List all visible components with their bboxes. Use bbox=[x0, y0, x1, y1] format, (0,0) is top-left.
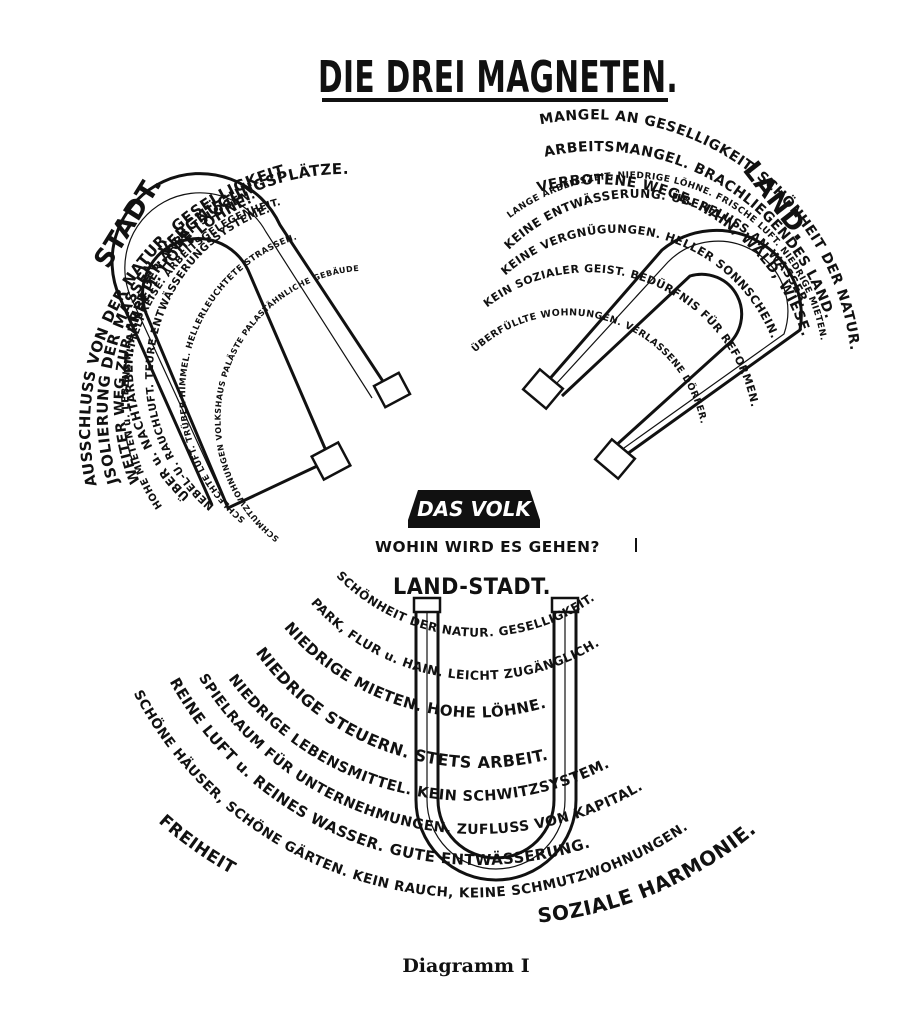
volk-question: WOHIN WIRD ES GEHEN? bbox=[375, 538, 600, 556]
volk-badge: DAS VOLK bbox=[408, 490, 540, 528]
stadt-magnet bbox=[110, 172, 412, 511]
land-line: ÜBERFÜLLTE WOHNUNGEN. VERLASSENE DÖRFER. bbox=[470, 307, 709, 425]
title: DIE DREI MAGNETEN. bbox=[318, 52, 678, 103]
caption: Diagramm I bbox=[402, 955, 529, 977]
landstadt-freiheit: FREIHEIT bbox=[155, 811, 239, 879]
landstadt-label: LAND-STADT. bbox=[393, 575, 551, 600]
stadt-line: SCHLECHTE LUFT. TRÜBER HIMMEL. HELLERLEU… bbox=[178, 232, 298, 524]
landstadt-magnet bbox=[412, 596, 580, 882]
stadt-line: SCHMUTZWOHNUNGEN VOLKSHAUS PALÄSTE PALAS… bbox=[214, 264, 360, 544]
volk-label: DAS VOLK bbox=[417, 497, 532, 521]
land-magnet bbox=[521, 228, 803, 481]
